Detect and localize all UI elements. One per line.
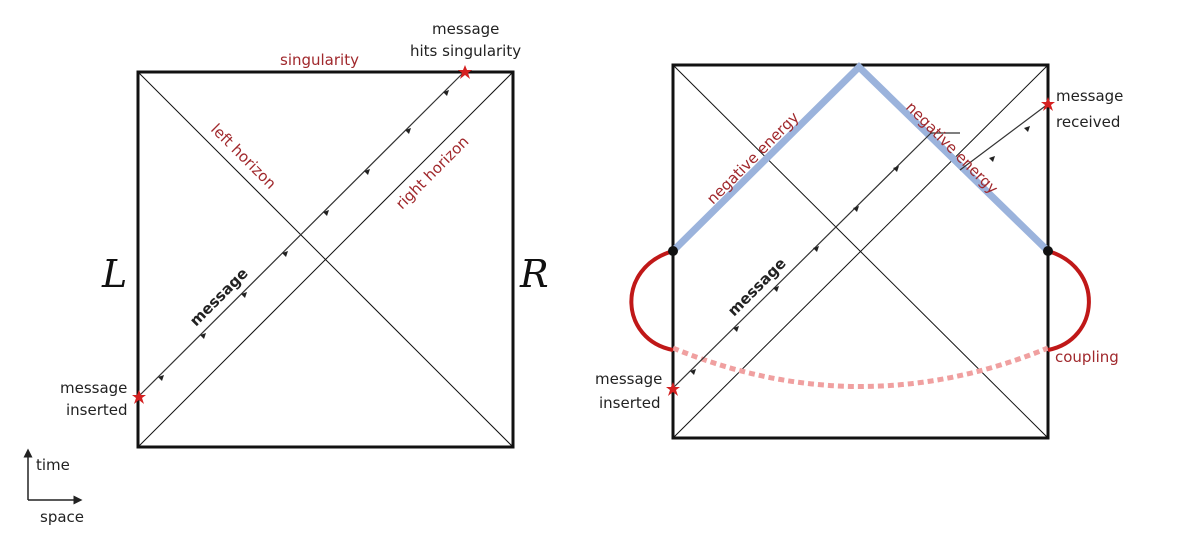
left-hit-label-2: hits singularity [410,42,521,60]
left-singularity-star [458,65,472,79]
label-R: R [519,252,549,296]
time-axis-label: time [36,456,70,474]
left-insert-star [132,390,146,404]
coupling-right-arc [1047,249,1091,352]
received-label-2: received [1056,113,1120,131]
coupling-left-arc [629,249,674,352]
left-junction-dot [668,246,678,256]
left-message-label: message [186,264,252,330]
received-label-1: message [1056,87,1123,105]
negative-energy-right-label: negative energy [902,98,1002,198]
right-message-arrows [690,126,1030,375]
right-message-ray-1 [672,132,932,389]
left-message-ray [137,71,465,398]
negative-energy-boundary [670,62,1051,254]
right-horizon-label: right horizon [392,133,472,213]
right-message-label: message [724,254,790,320]
right-insert-label-2: inserted [599,394,661,412]
coupling-label: coupling [1055,348,1119,366]
negative-energy-left-label: negative energy [703,108,803,208]
left-insert-label-2: inserted [66,401,128,419]
label-L: L [101,252,127,296]
left-penrose-diagram: singularity left horizon right horizon L… [60,20,549,449]
right-insert-label-1: message [595,370,662,388]
right-diagram-diagonal-2 [672,64,1049,439]
left-diagram-frame [136,70,515,449]
right-penrose-diagram: negative energy negative energy message … [595,62,1123,440]
right-message-ray-3 [959,103,1049,171]
singularity-label: singularity [280,51,359,69]
right-junction-dot [1043,246,1053,256]
left-insert-label-1: message [60,379,127,397]
left-message-arrows [158,90,449,381]
coupling-dashed-arc [672,345,1049,389]
space-axis-label: space [40,508,84,526]
right-received-star [1041,97,1055,111]
left-horizon-label: left horizon [207,120,280,193]
right-insert-star [666,382,680,396]
left-diagram-diagonal-2 [137,71,514,448]
left-hit-label-1: message [432,20,499,38]
time-space-axes: time space [23,448,84,526]
